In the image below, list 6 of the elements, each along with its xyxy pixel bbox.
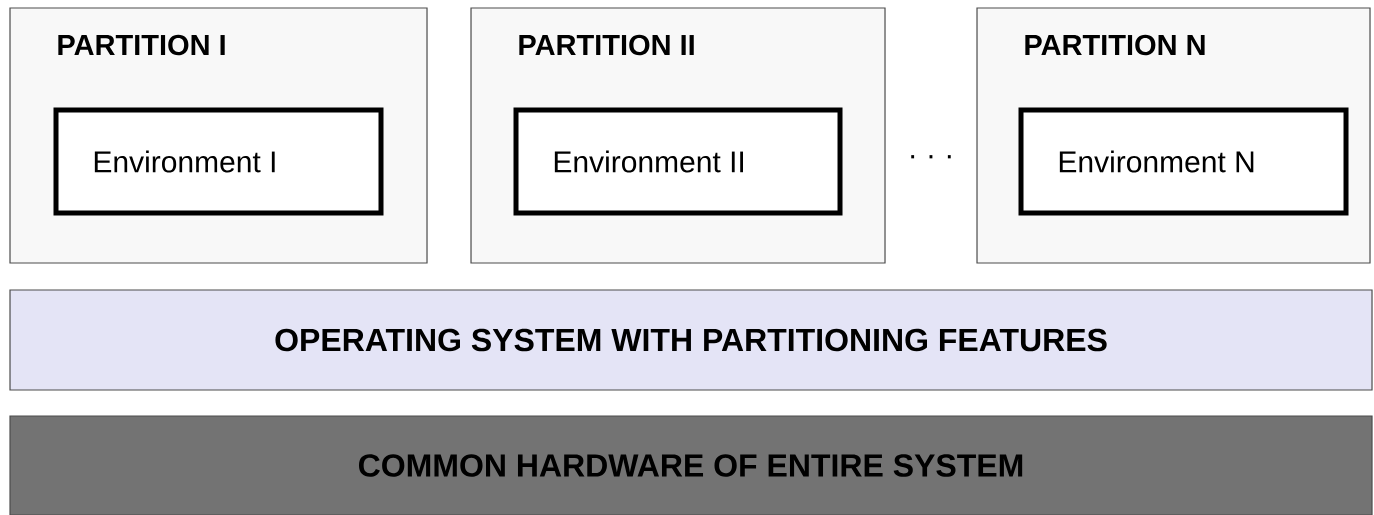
layer-band: COMMON HARDWARE OF ENTIRE SYSTEM	[9, 415, 1373, 515]
layer-band: OPERATING SYSTEM WITH PARTITIONING FEATURES	[9, 289, 1373, 391]
environment-box: Environment N	[1018, 107, 1349, 216]
environment-box: Environment I	[53, 107, 384, 216]
ellipsis: · · ·	[911, 155, 951, 159]
environment-box: Environment II	[513, 107, 843, 216]
